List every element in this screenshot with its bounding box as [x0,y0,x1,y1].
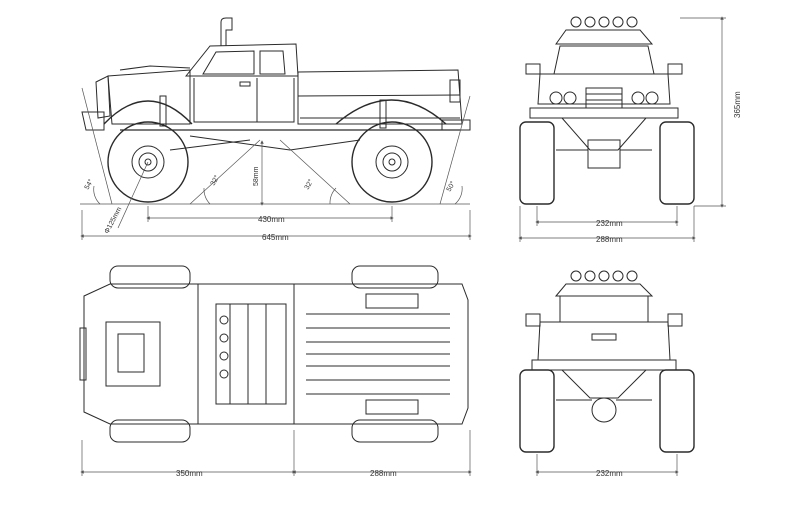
rear-bumper [441,119,471,131]
light-bar [566,16,640,31]
front-track-label: 232mm [596,219,623,228]
side-window [202,50,255,75]
angle-front-label: 54° [83,178,95,191]
front-wheel [107,121,189,203]
rear-view [519,270,695,453]
bed-wheel-well-left [365,293,419,309]
snorkel [220,17,233,46]
cab [184,43,299,77]
top-rear-right-tire [351,419,439,443]
front-roof [555,29,654,45]
tailgate [537,321,671,361]
angle-mid-right-label: 32° [303,178,315,191]
rear-fender [335,99,447,125]
front-view [519,16,695,205]
rear-left-tire [519,369,555,453]
front-shock [159,95,167,127]
front-section-label: 350mm [176,469,203,478]
side-view [81,17,471,203]
top-front-right-tire [109,419,191,443]
top-front-left-tire [109,265,191,289]
rear-light-bar [566,270,640,285]
wheel-diameter-label: Φ125mm [104,206,124,235]
rear-window [259,50,286,75]
front-grille-panel [537,73,671,105]
rear-wheel [351,121,433,203]
height-label: 365mm [733,91,742,118]
angle-mid-left-label: 32° [209,174,221,187]
roof-rack [215,303,287,405]
angle-rear-label: 50° [445,180,457,193]
rear-view-labels: 232mm [596,469,623,478]
top-view-labels: 350mm 288mm [176,469,397,478]
front-bumper-front [529,107,679,119]
front-bumper [81,111,105,131]
front-left-tire [519,121,555,205]
rear-section-label: 288mm [370,469,397,478]
wheelbase-label: 430mm [258,215,285,224]
windshield [553,45,655,75]
clearance-label: 58mm [253,166,260,186]
rear-bumper-rear [531,359,677,371]
rear-view-dimensions [535,454,679,476]
top-hood [83,283,199,425]
rear-shock [379,99,387,129]
rear-window [559,295,649,323]
hood-scoop [105,321,161,387]
rear-right-tire [659,369,695,453]
front-grille [585,87,623,109]
side-view-dimensions [80,87,472,240]
top-front-bumper [79,327,87,381]
top-view-dimensions [80,430,472,476]
overall-length-label: 645mm [262,233,289,242]
hood [107,69,191,125]
overall-width-label: 288mm [596,235,623,244]
front-view-labels: 365mm 232mm 288mm [596,91,742,244]
rear-differential [591,397,617,423]
top-bed [293,283,469,425]
top-rear-left-tire [351,265,439,289]
top-view [79,265,469,443]
top-cab [197,283,295,425]
bed-wheel-well-right [365,399,419,415]
front-differential [587,139,621,169]
rear-track-label: 232mm [596,469,623,478]
front-view-dimensions [518,16,726,242]
front-right-tire [659,121,695,205]
front-fender [103,100,193,125]
